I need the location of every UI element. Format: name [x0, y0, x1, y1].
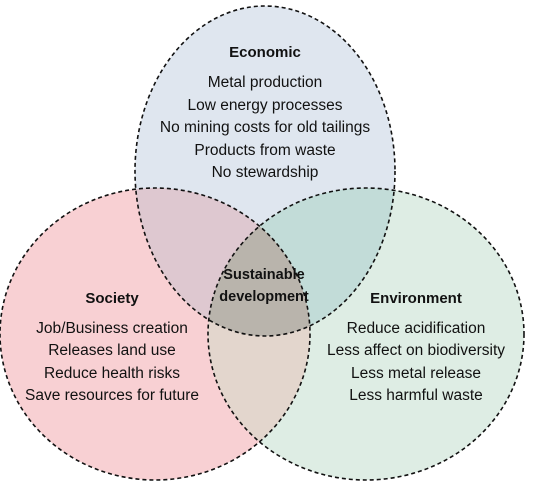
society-item: Save resources for future [25, 387, 199, 404]
economic-item: Products from waste [194, 142, 335, 159]
center-label-line2: development [219, 289, 309, 305]
environment-outline [207, 187, 525, 481]
economic-title: Economic [229, 44, 301, 61]
economic-item: Metal production [208, 74, 323, 91]
center-overlap [208, 188, 310, 336]
society-outline [0, 187, 311, 481]
economic-item: No stewardship [212, 164, 319, 181]
society-item: Releases land use [48, 342, 176, 359]
environment-title: Environment [370, 290, 462, 307]
economic-item: Low energy processes [187, 97, 342, 114]
society-title: Society [85, 290, 139, 307]
economic-outline [134, 5, 396, 337]
economic-item: No mining costs for old tailings [160, 119, 370, 136]
society-item: Reduce health risks [44, 365, 180, 382]
environment-item: Reduce acidification [347, 320, 486, 337]
environment-item: Less metal release [351, 365, 481, 382]
society-item: Job/Business creation [36, 320, 188, 337]
environment-item: Less harmful waste [349, 387, 483, 404]
environment-item: Less affect on biodiversity [327, 342, 505, 359]
center-label-line1: Sustainable [223, 267, 304, 283]
